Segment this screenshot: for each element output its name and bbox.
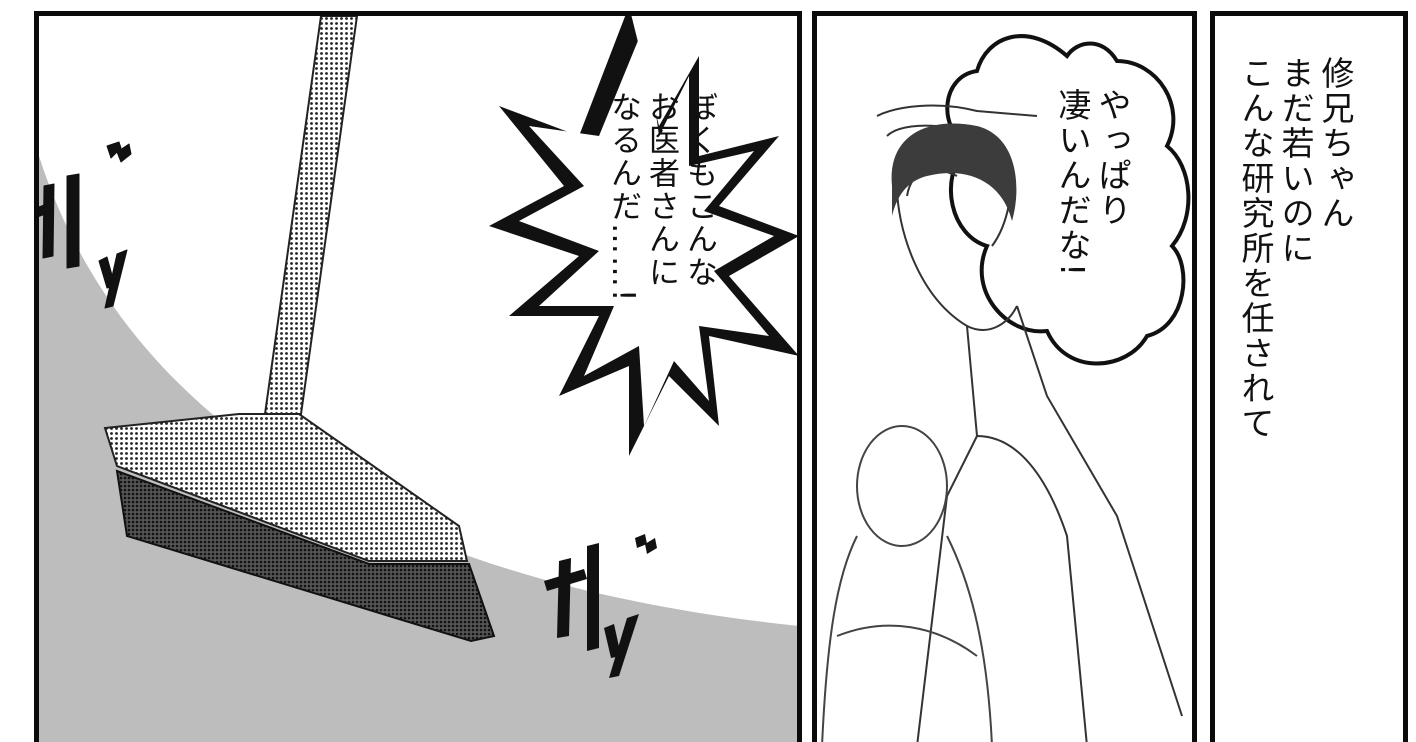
child-figure (821, 425, 993, 742)
panel-doctor: やっぱり 凄いんだな! (812, 11, 1197, 742)
doctor-illustration (821, 34, 1191, 742)
doctor-figure (876, 104, 1183, 742)
broom-head (103, 413, 469, 562)
floor-shape (39, 156, 797, 742)
narration-text: 修兄ちゃん まだ若いのに こんな研究所を任されて (1236, 56, 1355, 441)
broom-bristles (115, 469, 496, 643)
broom-illustration (39, 16, 797, 742)
speech-bubble (945, 34, 1191, 366)
broom-handle (263, 16, 359, 415)
sfx-zat-top-art (39, 141, 132, 309)
panel-narration: 修兄ちゃん まだ若いのに こんな研究所を任されて (1210, 11, 1408, 742)
sfx-zat-bottom-art (544, 534, 657, 678)
thought-text: ぼくもこんな お医者さんに なるんだ……! (605, 91, 717, 304)
doctor-hair (891, 123, 1017, 221)
thought-burst (489, 16, 797, 456)
speech-text: やっぱり 凄いんだな! (1053, 88, 1132, 279)
panel-broom: ぼくもこんな お医者さんに なるんだ……! ザッ ザッ (34, 11, 802, 742)
